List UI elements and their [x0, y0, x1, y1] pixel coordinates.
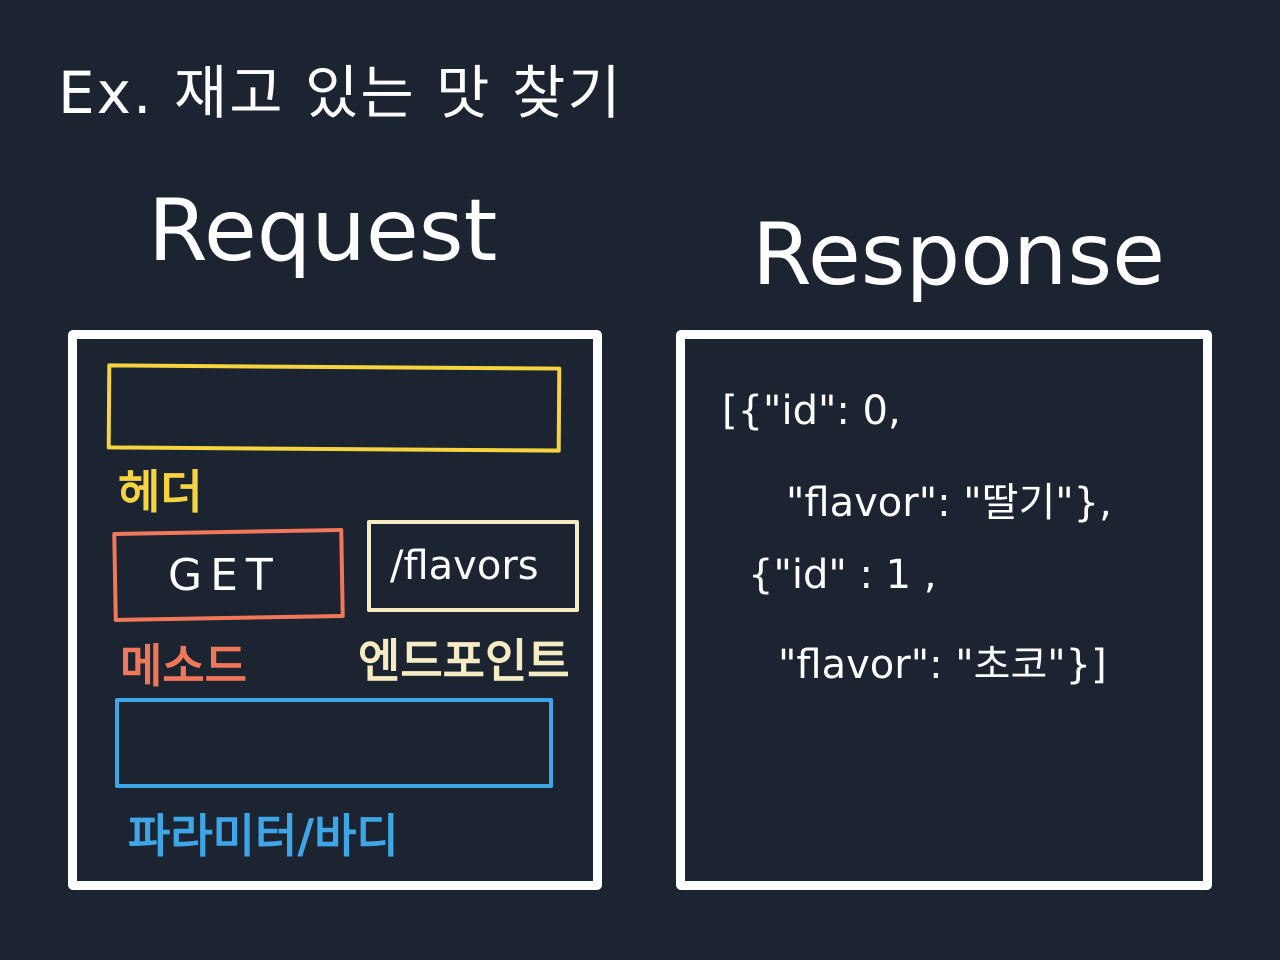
- endpoint-label: 엔드포인트: [358, 634, 570, 688]
- method-label: 메소드: [120, 639, 247, 693]
- endpoint-value: /flavors: [390, 543, 539, 589]
- page-title: Ex. 재고 있는 맛 찾기: [58, 59, 623, 127]
- response-heading: Response: [752, 205, 1166, 305]
- response-json-line: "flavor": "초코"}]: [778, 642, 1107, 688]
- response-panel: [676, 330, 1212, 890]
- request-heading: Request: [148, 181, 498, 281]
- response-json-line: "flavor": "딸기"},: [786, 480, 1112, 526]
- response-json-line: [{"id": 0,: [722, 388, 901, 434]
- params-box: [115, 698, 553, 788]
- response-json-line: {"id" : 1 ,: [748, 552, 937, 598]
- header-label: 헤더: [118, 465, 203, 519]
- request-panel: [68, 330, 602, 890]
- method-value: GET: [168, 550, 281, 601]
- params-label: 파라미터/바디: [128, 809, 399, 863]
- header-box: [106, 363, 562, 453]
- endpoint-box: [367, 520, 579, 612]
